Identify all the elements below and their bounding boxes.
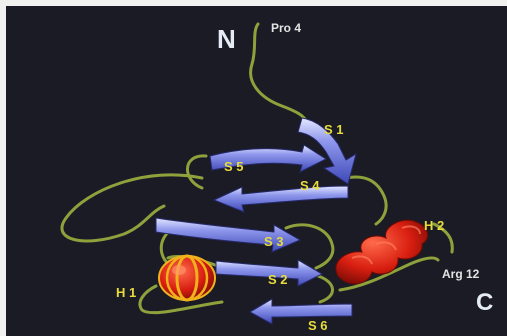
mid-loop bbox=[286, 225, 333, 268]
end-residue-label: Arg 12 bbox=[442, 267, 480, 281]
c-terminus-label: C bbox=[476, 289, 493, 316]
helix-h2 bbox=[336, 220, 428, 284]
strand-label-s4: S 4 bbox=[300, 178, 320, 193]
start-residue-label: Pro 4 bbox=[271, 21, 301, 35]
s2-s6-turn bbox=[318, 276, 333, 302]
s4-h2-coil bbox=[346, 177, 386, 224]
n-terminus-label: N bbox=[217, 24, 236, 54]
strand-label-s1: S 1 bbox=[324, 122, 344, 137]
n-terminal-coil bbox=[251, 24, 307, 128]
strand-label-s6: S 6 bbox=[308, 318, 328, 333]
strand-s6 bbox=[250, 299, 352, 324]
strand-s4 bbox=[214, 186, 348, 212]
ribbon-diagram: N C Pro 4 Arg 12 S 1 S 5 S 4 S 3 S 2 S 6… bbox=[6, 6, 507, 336]
helix-label-h2: H 2 bbox=[424, 218, 444, 233]
strand-label-s5: S 5 bbox=[224, 159, 244, 174]
strand-label-s3: S 3 bbox=[264, 234, 284, 249]
s5-s4-turn bbox=[187, 156, 206, 188]
helix-h1 bbox=[159, 256, 215, 300]
protein-structure-figure: N C Pro 4 Arg 12 S 1 S 5 S 4 S 3 S 2 S 6… bbox=[6, 6, 507, 336]
helix-label-h1: H 1 bbox=[116, 285, 136, 300]
strand-label-s2: S 2 bbox=[268, 272, 288, 287]
